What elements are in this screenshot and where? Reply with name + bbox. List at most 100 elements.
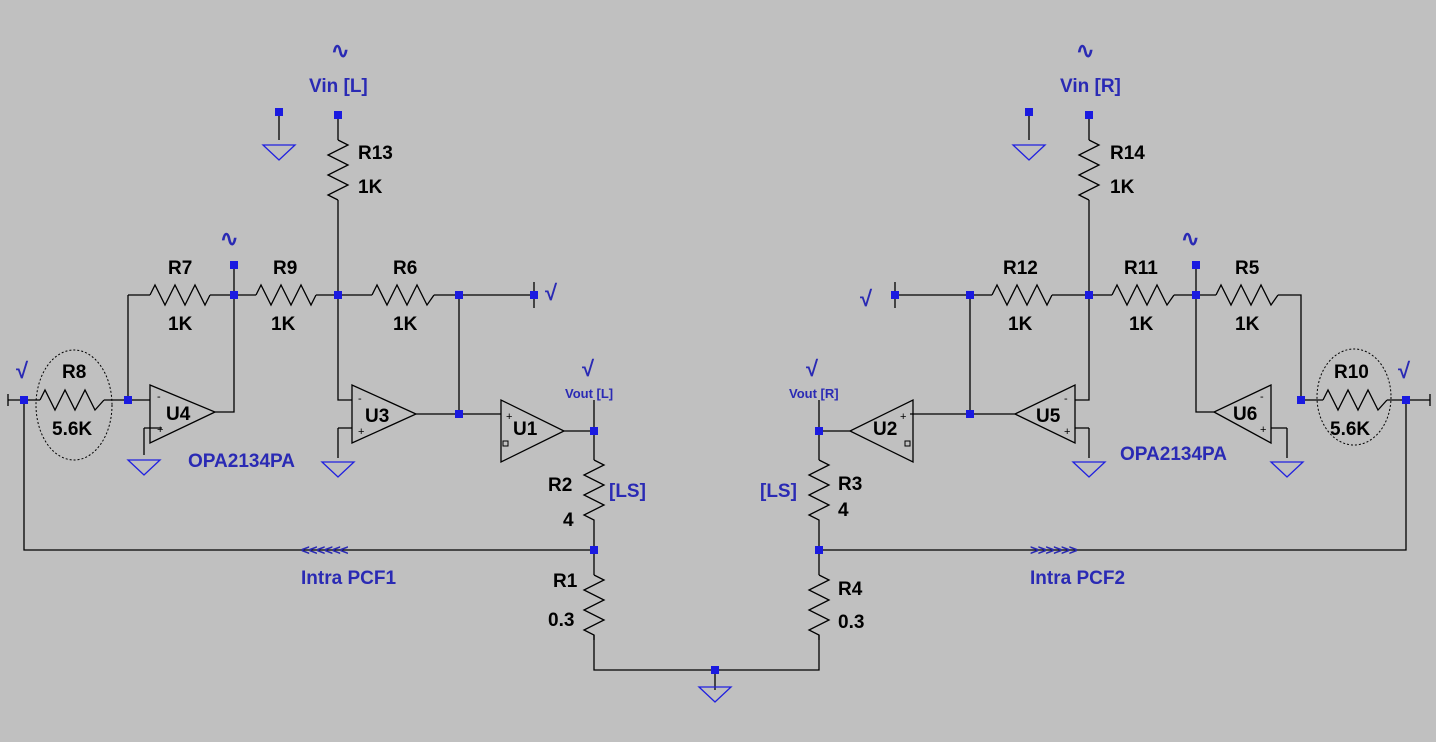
resistor-r10-body [1322, 388, 1388, 412]
pcf-right-label: Intra PCF2 [1030, 568, 1125, 589]
ground-symbol [1071, 461, 1107, 478]
r4-name: R4 [838, 579, 863, 600]
r2-value: 4 [563, 510, 574, 531]
vout-left-label: Vout [L] [565, 386, 613, 401]
ls-right-label: [LS] [760, 481, 797, 502]
resistor-r4-body [807, 574, 831, 640]
resistor-r13-body [326, 139, 350, 201]
probe-icon: √ [16, 358, 29, 383]
r12-value: 1K [1008, 314, 1033, 335]
sine-source-icon: ∿ [220, 226, 238, 251]
r10-value: 5.6K [1330, 419, 1370, 440]
u1-label: U1 [513, 419, 538, 440]
r11-value: 1K [1129, 314, 1154, 335]
r7-value: 1K [168, 314, 193, 335]
arrow-left-indicator: <<<<<< [301, 542, 349, 559]
sine-source-icon: ∿ [331, 38, 349, 63]
resistor-r3-body [807, 459, 831, 530]
resistor-r11-body [1111, 283, 1175, 307]
r6-value: 1K [393, 314, 418, 335]
r8-value: 5.6K [52, 419, 92, 440]
opamp-u2-symbol [848, 398, 914, 464]
r5-name: R5 [1235, 258, 1260, 279]
resistor-r9-body [255, 283, 317, 307]
junction-nodes [20, 108, 1410, 674]
vin-right-label: Vin [R] [1060, 76, 1121, 97]
part-label-right: OPA2134PA [1120, 444, 1227, 465]
u6-minus-sign: - [1260, 391, 1264, 403]
ground-symbol [261, 144, 297, 161]
probe-icon: √ [806, 356, 819, 381]
r3-name: R3 [838, 474, 862, 495]
u6-label: U6 [1233, 404, 1257, 425]
r12-name: R12 [1003, 258, 1038, 279]
r7-name: R7 [168, 258, 192, 279]
u3-label: U3 [365, 406, 389, 427]
probe-icon: √ [582, 356, 595, 381]
ground-symbol [1011, 144, 1047, 161]
u4-minus-sign: - [157, 391, 161, 403]
r13-value: 1K [358, 177, 383, 198]
u5-minus-sign: - [1064, 393, 1068, 405]
resistor-r5-body [1215, 283, 1279, 307]
resistor-r7-body [149, 283, 211, 307]
u3-plus-sign: + [358, 426, 364, 438]
u4-plus-sign: + [157, 424, 163, 436]
r2-name: R2 [548, 475, 572, 496]
r4-value: 0.3 [838, 612, 864, 633]
opamps [149, 383, 1272, 464]
u6-plus-sign: + [1260, 424, 1266, 436]
r9-value: 1K [271, 314, 296, 335]
opamp-u3-symbol [351, 383, 418, 445]
r10-highlight-ellipse [1316, 348, 1392, 446]
vin-left-label: Vin [L] [309, 76, 368, 97]
ground-symbols [126, 144, 1305, 703]
resistor-r2-body [582, 459, 606, 530]
r11-name: R11 [1124, 258, 1158, 279]
sine-source-icon: ∿ [1181, 226, 1199, 251]
u3-minus-sign: - [358, 393, 362, 405]
resistor-zigzags [39, 139, 1388, 640]
r8-highlight-ellipse [35, 349, 113, 461]
u5-plus-sign: + [1064, 426, 1070, 438]
u1-plus-sign: + [506, 411, 512, 423]
r1-value: 0.3 [548, 610, 574, 631]
r14-value: 1K [1110, 177, 1135, 198]
sine-source-icon: ∿ [1076, 38, 1094, 63]
resistor-r6-body [371, 283, 435, 307]
r5-value: 1K [1235, 314, 1260, 335]
r14-name: R14 [1110, 143, 1145, 164]
r3-value: 4 [838, 500, 849, 521]
r6-name: R6 [393, 258, 417, 279]
wires [7, 112, 1431, 690]
resistor-r12-body [991, 283, 1053, 307]
u5-label: U5 [1036, 406, 1061, 427]
opamp-u4-symbol [149, 384, 217, 445]
r8-name: R8 [62, 362, 86, 383]
r13-name: R13 [358, 143, 393, 164]
ground-symbol [1269, 461, 1305, 478]
probe-icon: √ [860, 286, 873, 311]
pcf-left-label: Intra PCF1 [301, 568, 396, 589]
probe-icon: √ [1398, 358, 1411, 383]
ground-symbol [697, 686, 733, 703]
opamp-u5-symbol [1013, 383, 1076, 445]
u4-label: U4 [166, 404, 191, 425]
r9-name: R9 [273, 258, 297, 279]
opamp-u6-symbol [1212, 383, 1272, 445]
arrow-right-indicator: >>>>>> [1030, 542, 1078, 559]
ls-left-label: [LS] [609, 481, 646, 502]
u2-label: U2 [873, 419, 897, 440]
r1-name: R1 [553, 571, 578, 592]
opamp-u1-symbol [500, 398, 566, 464]
part-label-left: OPA2134PA [188, 451, 295, 472]
r10-name: R10 [1334, 362, 1369, 383]
u2-plus-sign: + [900, 411, 906, 423]
resistor-r1-body [582, 574, 606, 640]
ground-symbol [320, 461, 356, 478]
ground-symbol [126, 459, 162, 476]
resistor-r8-body [39, 388, 105, 412]
vout-right-label: Vout [R] [789, 386, 839, 401]
resistor-r14-body [1077, 139, 1101, 201]
